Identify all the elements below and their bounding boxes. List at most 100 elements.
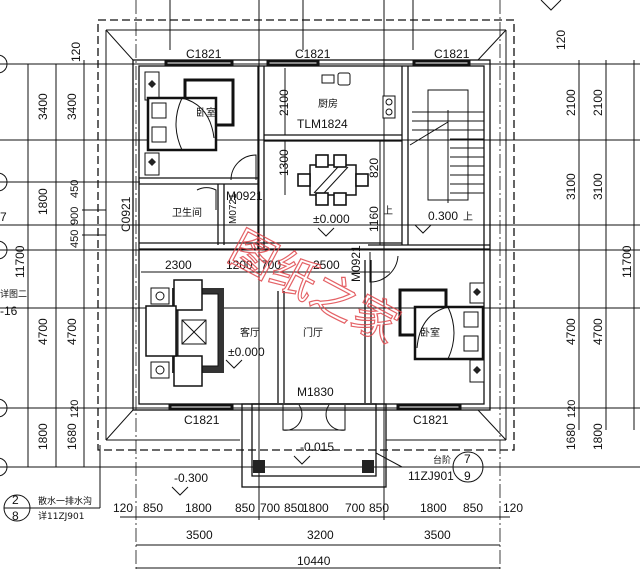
svg-text:详图二: 详图二 [0, 288, 27, 300]
exterior-elevation: -0.300 [174, 471, 208, 485]
dining-table [297, 154, 369, 206]
step-callout: 7 9 台阶 11ZJ901 [375, 451, 484, 483]
svg-text:详11ZJ901: 详11ZJ901 [38, 510, 84, 522]
svg-text:1800: 1800 [420, 501, 447, 515]
svg-text:3500: 3500 [186, 528, 213, 542]
elevation-markers [171, 0, 562, 496]
window-top-mid [266, 59, 320, 67]
svg-text:2100: 2100 [277, 89, 291, 116]
svg-text:3400: 3400 [36, 93, 50, 120]
svg-text:900: 900 [69, 207, 81, 225]
svg-text:3100: 3100 [591, 173, 605, 200]
right-dimensions: 120 2100 3100 4700 120 1680 2100 3100 47… [554, 30, 635, 450]
svg-text:3400: 3400 [65, 93, 79, 120]
svg-text:3500: 3500 [424, 528, 451, 542]
svg-text:台阶: 台阶 [433, 454, 451, 466]
label-bedroom-se: 卧室 [420, 326, 440, 339]
bed-se [398, 282, 485, 383]
svg-text:C1821: C1821 [413, 413, 449, 427]
svg-text:2100: 2100 [564, 89, 578, 116]
window-bottom-left [168, 403, 234, 411]
svg-text:M0921: M0921 [226, 189, 263, 203]
drain-callout: 2 8 散水一排水沟 详11ZJ901 [3, 445, 101, 523]
doors [196, 154, 399, 283]
label-dining-up: 上 [383, 205, 393, 217]
svg-text:450: 450 [69, 230, 81, 248]
window-top-right [412, 59, 471, 67]
svg-text:11700: 11700 [620, 245, 634, 278]
svg-text:C1821: C1821 [186, 47, 222, 61]
label-foyer: 门厅 [303, 326, 323, 339]
svg-text:2: 2 [12, 493, 19, 507]
svg-text:700: 700 [260, 501, 280, 515]
svg-text:700: 700 [261, 258, 281, 272]
svg-text:7: 7 [0, 210, 7, 224]
svg-text:1300: 1300 [277, 149, 291, 176]
svg-text:2500: 2500 [313, 258, 340, 272]
svg-text:4700: 4700 [65, 318, 79, 345]
label-living: 客厅 [240, 326, 260, 339]
svg-text:1800: 1800 [591, 423, 605, 450]
svg-text:120: 120 [69, 400, 81, 418]
svg-text:9: 9 [464, 469, 471, 483]
sofa-set [145, 279, 224, 387]
room-labels: 卧室 卧室 厨房 TLM1824 ±0.000 卫生间 客厅 ±0.000 门厅… [172, 97, 473, 399]
porch-column-right [362, 460, 374, 473]
svg-text:7: 7 [464, 452, 471, 466]
opening-codes: C1821 C1821 C1821 C1821 C1821 C0921 M092… [119, 47, 470, 427]
svg-text:820: 820 [367, 158, 381, 178]
left-dimensions: 3400 1800 4700 1800 120 3400 450 900 450… [13, 42, 106, 467]
svg-text:120: 120 [113, 501, 133, 515]
label-stair-elevation: 0.300 [428, 209, 458, 223]
svg-text:10440: 10440 [297, 554, 331, 568]
svg-text:120: 120 [69, 42, 83, 62]
svg-text:M0721: M0721 [228, 193, 239, 224]
svg-text:120: 120 [503, 501, 523, 515]
kitchen-fixtures [321, 72, 396, 119]
interior-dimensions: 2100 1300 820 1160 2300 1200 700 2500 [141, 68, 390, 273]
svg-text:1800: 1800 [36, 188, 50, 215]
svg-text:C0921: C0921 [119, 196, 133, 232]
svg-text:1800: 1800 [185, 501, 212, 515]
porch [241, 403, 387, 488]
label-bedroom-nw: 卧室 [196, 106, 216, 119]
axis-markers [0, 54, 8, 477]
svg-text:3100: 3100 [564, 173, 578, 200]
svg-text:1680: 1680 [65, 423, 79, 450]
svg-text:450: 450 [69, 180, 81, 198]
bed-nw [144, 71, 235, 176]
svg-text:120: 120 [566, 400, 578, 418]
svg-text:4700: 4700 [36, 318, 50, 345]
svg-text:2100: 2100 [591, 89, 605, 116]
svg-text:850: 850 [369, 501, 389, 515]
porch-elevation: -0.015 [300, 440, 334, 454]
label-living-elevation: ±0.000 [228, 345, 265, 359]
interior-walls [139, 66, 490, 403]
svg-text:C1821: C1821 [184, 413, 220, 427]
label-kitchen: 厨房 [318, 97, 338, 110]
svg-text:2300: 2300 [165, 258, 192, 272]
svg-text:1680: 1680 [564, 423, 578, 450]
svg-text:1160: 1160 [367, 206, 381, 232]
svg-text:1800: 1800 [302, 501, 329, 515]
svg-text:C1821: C1821 [434, 47, 470, 61]
label-dining-elevation: ±0.000 [313, 212, 350, 226]
svg-text:4700: 4700 [564, 318, 578, 345]
svg-text:850: 850 [463, 501, 483, 515]
svg-text:850: 850 [284, 501, 304, 515]
staircase [409, 89, 484, 203]
svg-text:4700: 4700 [591, 318, 605, 345]
svg-text:11ZJ901: 11ZJ901 [408, 469, 454, 483]
porch-column-left [253, 460, 265, 473]
svg-text:850: 850 [235, 501, 255, 515]
svg-text:3200: 3200 [307, 528, 334, 542]
label-bathroom: 卫生间 [172, 206, 202, 219]
svg-text:8: 8 [12, 509, 19, 523]
label-stair-up: 上 [463, 211, 473, 223]
svg-text:700: 700 [345, 501, 365, 515]
label-foyer-door: M1830 [297, 385, 334, 399]
window-top-left [164, 59, 234, 67]
svg-text:1200: 1200 [226, 258, 253, 272]
